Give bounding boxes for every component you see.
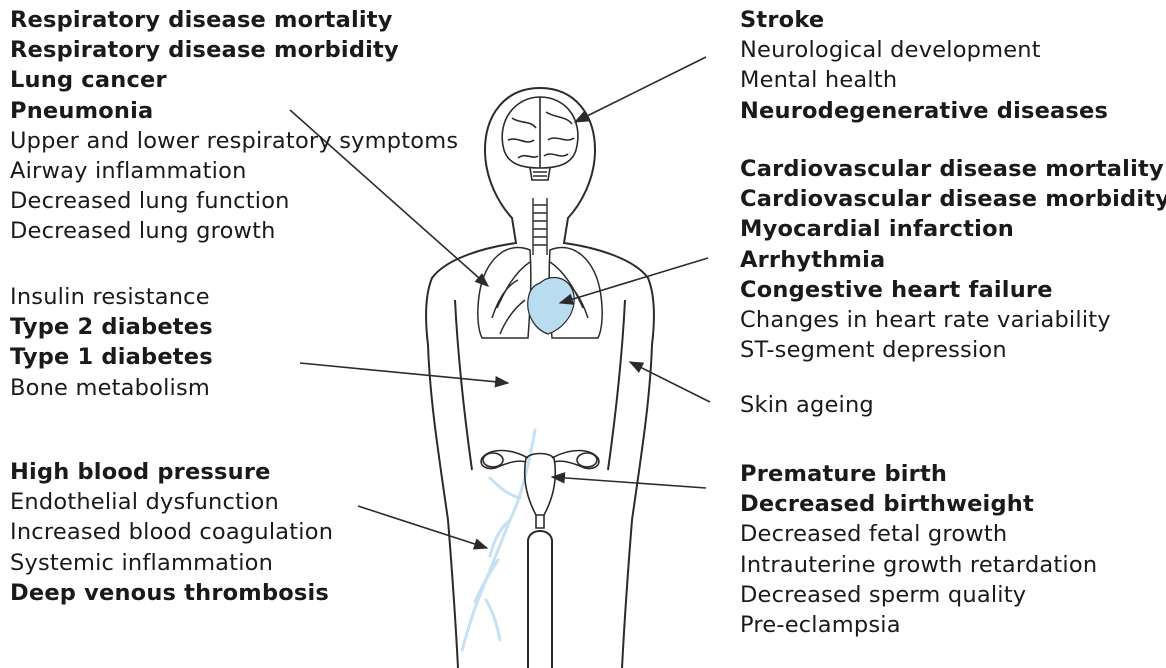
outcome-item: Pre-eclampsia	[740, 610, 1097, 640]
outcome-item: Neurological development	[740, 35, 1108, 65]
outcome-item: Lung cancer	[10, 65, 458, 95]
outcome-item: Premature birth	[740, 459, 1097, 489]
outcome-item: Upper and lower respiratory symptoms	[10, 126, 458, 156]
outcome-item: High blood pressure	[10, 457, 333, 487]
outcome-item: Cardiovascular disease morbidity	[740, 184, 1166, 214]
arrow-to-uterus	[552, 477, 706, 488]
trachea-icon	[533, 198, 547, 255]
outcome-item: Decreased lung growth	[10, 216, 458, 246]
outcome-item: ST-segment depression	[740, 335, 1166, 365]
outcome-item: Insulin resistance	[10, 282, 213, 312]
outcome-item: Stroke	[740, 5, 1108, 35]
outcome-item: Myocardial infarction	[740, 214, 1166, 244]
outcome-item: Respiratory disease mortality	[10, 5, 458, 35]
outcome-item: Type 2 diabetes	[10, 312, 213, 342]
outcome-item: Increased blood coagulation	[10, 517, 333, 547]
uterus-icon	[481, 451, 599, 529]
arrow-to-brain	[575, 57, 706, 122]
outcome-item: Cardiovascular disease mortality	[740, 154, 1166, 184]
brain-icon	[502, 97, 578, 180]
outcome-item: Type 1 diabetes	[10, 342, 213, 372]
outcome-item: Decreased sperm quality	[740, 580, 1097, 610]
outcome-item: Neurodegenerative diseases	[740, 96, 1108, 126]
outcome-item: Decreased fetal growth	[740, 519, 1097, 549]
outcome-item: Mental health	[740, 65, 1108, 95]
outcome-item: Decreased lung function	[10, 186, 458, 216]
outcome-item: Respiratory disease morbidity	[10, 35, 458, 65]
outcome-item: Skin ageing	[740, 390, 874, 420]
outcome-item: Bone metabolism	[10, 373, 213, 403]
outcome-item: Endothelial dysfunction	[10, 487, 333, 517]
outcome-item: Arrhythmia	[740, 245, 1166, 275]
outcome-item: Pneumonia	[10, 96, 458, 126]
outcome-item: Changes in heart rate variability	[740, 305, 1166, 335]
skin-effects-list: Skin ageing	[740, 390, 874, 420]
outcome-item: Decreased birthweight	[740, 489, 1097, 519]
outcome-item: Intrauterine growth retardation	[740, 550, 1097, 580]
arrow-to-veins	[358, 506, 487, 548]
arrow-to-abdomen	[300, 363, 508, 383]
blood-vessels-icon	[462, 430, 535, 650]
arrow-to-skin	[630, 362, 710, 402]
heart-icon	[528, 277, 574, 334]
outcome-item: Airway inflammation	[10, 156, 458, 186]
outcome-item: Systemic inflammation	[10, 548, 333, 578]
outcome-item: Congestive heart failure	[740, 275, 1166, 305]
outcome-item: Deep venous thrombosis	[10, 578, 333, 608]
